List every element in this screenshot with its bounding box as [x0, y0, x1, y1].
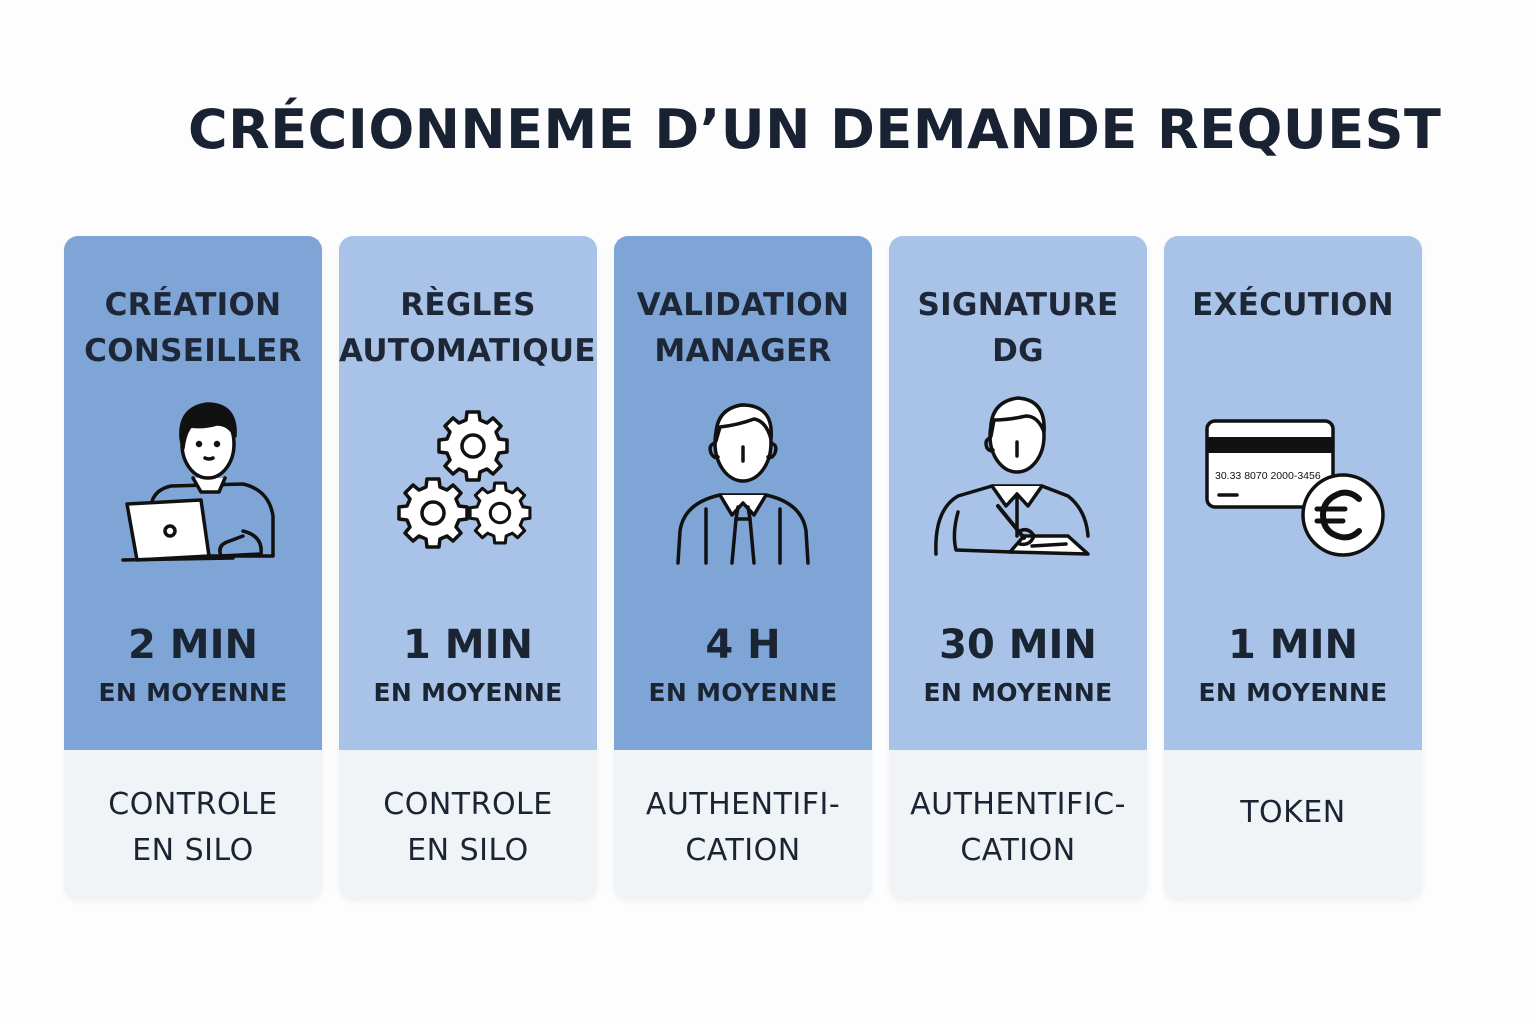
step-control-label: CONTROLE EN SILO: [383, 787, 553, 868]
step-card-signature: SIGNATURE DG 30 MIN EN M: [889, 236, 1147, 900]
step-duration-label: EN MOYENNE: [373, 678, 563, 707]
step-header: VALIDATION MANAGER 4 H EN MOYENNE: [614, 236, 872, 750]
step-duration-label: EN MOYENNE: [1198, 678, 1388, 707]
step-duration: 1 MIN: [1228, 622, 1358, 668]
card-number: 30.33 8070 2000-3456: [1215, 470, 1321, 482]
step-card-creation: CRÉATION CONSEILLER 2 MIN EN MOYENN: [64, 236, 322, 900]
step-header: RÈGLES AUTOMATIQUES: [339, 236, 597, 750]
step-control-label: TOKEN: [1240, 795, 1346, 830]
step-duration: 1 MIN: [403, 622, 533, 668]
step-header: CRÉATION CONSEILLER 2 MIN EN MOYENN: [64, 236, 322, 750]
step-title: VALIDATION MANAGER: [636, 287, 850, 369]
step-card-execution: EXÉCUTION 30.33 8070 2000-3456 1 MIN EN …: [1164, 236, 1422, 900]
step-control: TOKEN: [1164, 750, 1422, 900]
step-title: EXÉCUTION: [1192, 287, 1394, 323]
step-header: SIGNATURE DG 30 MIN EN M: [889, 236, 1147, 750]
step-card-regles: RÈGLES AUTOMATIQUES: [339, 236, 597, 900]
step-duration-label: EN MOYENNE: [923, 678, 1113, 707]
advisor-laptop-icon: [64, 386, 322, 576]
step-header: EXÉCUTION 30.33 8070 2000-3456 1 MIN EN …: [1164, 236, 1422, 750]
step-control-label: AUTHENTIFI- CATION: [645, 787, 841, 868]
step-title: SIGNATURE DG: [917, 287, 1119, 369]
step-duration: 4 H: [705, 622, 781, 668]
gears-icon: [339, 386, 597, 576]
card-euro-icon: 30.33 8070 2000-3456: [1164, 386, 1422, 576]
step-duration-label: EN MOYENNE: [648, 678, 838, 707]
step-title: CRÉATION CONSEILLER: [84, 287, 302, 369]
step-control: AUTHENTIFI- CATION: [614, 750, 872, 900]
step-control: CONTROLE EN SILO: [64, 750, 322, 900]
step-control: AUTHENTIFIC- CATION: [889, 750, 1147, 900]
step-duration-label: EN MOYENNE: [98, 678, 288, 707]
manager-icon: [614, 386, 872, 576]
step-control-label: CONTROLE EN SILO: [108, 787, 278, 868]
step-duration: 30 MIN: [939, 622, 1097, 668]
step-control: CONTROLE EN SILO: [339, 750, 597, 900]
step-card-validation: VALIDATION MANAGER 4 H EN MOYENNE AUTHEN…: [614, 236, 872, 900]
step-control-label: AUTHENTIFIC- CATION: [910, 787, 1126, 868]
page-title: CRÉCIONNEME D’UN DEMANDE REQUEST: [188, 98, 1442, 161]
step-duration: 2 MIN: [128, 622, 258, 668]
process-steps: CRÉATION CONSEILLER 2 MIN EN MOYENN: [64, 236, 1422, 900]
step-title: RÈGLES AUTOMATIQUES: [339, 287, 597, 369]
signing-person-icon: [889, 386, 1147, 576]
